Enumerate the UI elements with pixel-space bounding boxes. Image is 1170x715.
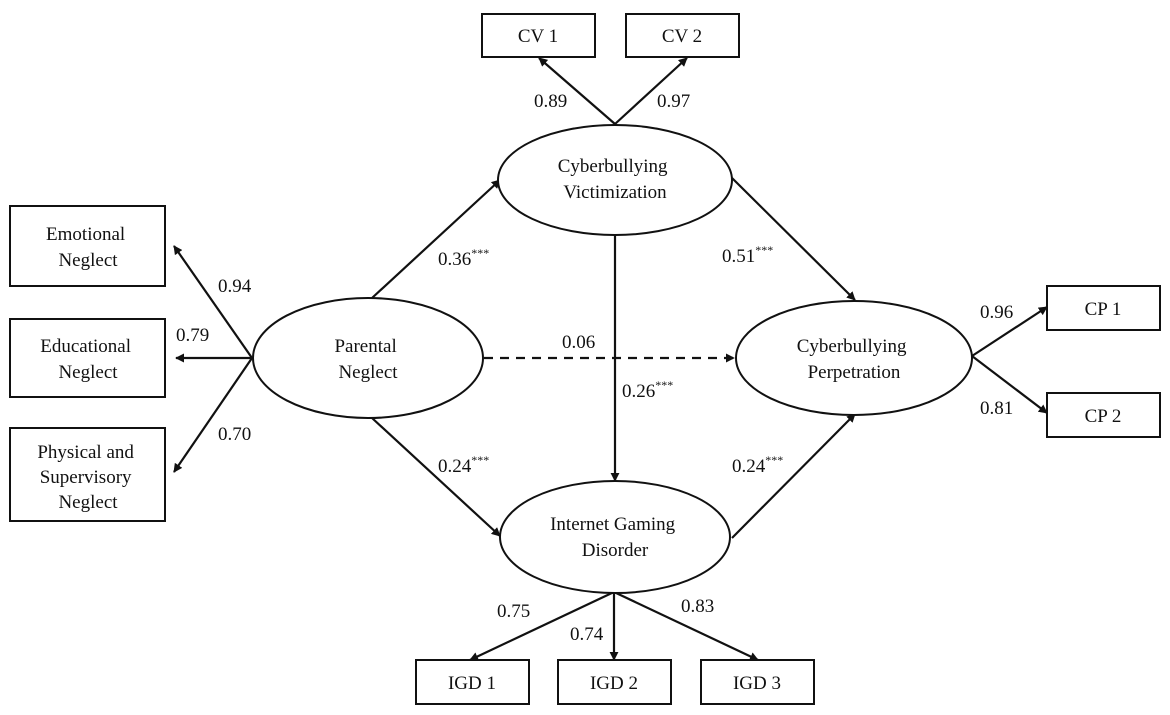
- indicator-label: Neglect: [58, 492, 118, 513]
- svg-text:Educational Neglect: Educational Neglect: [40, 336, 136, 383]
- path-value: 0.51: [722, 246, 755, 267]
- latent-label: Cyberbullying: [558, 156, 668, 177]
- significance-stars: ***: [471, 246, 489, 260]
- path-value: 0.26: [622, 381, 655, 402]
- loading-label-emotional: 0.94: [218, 276, 252, 297]
- indicator-label: Emotional: [46, 224, 125, 245]
- path-value: 0.24: [438, 456, 472, 477]
- path-value: 0.36: [438, 249, 471, 270]
- indicator-box-cp1: [1046, 285, 1161, 331]
- loading-label-igd1: 0.75: [497, 601, 530, 622]
- loading-arrow-physical: [173, 357, 253, 473]
- loading-label-educational: 0.79: [176, 325, 209, 346]
- loading-label-igd2: 0.74: [570, 624, 604, 645]
- svg-text:Cyberbullying Perpetration: Cyberbullying Perpetration: [797, 336, 912, 383]
- indicator-label: CP 1: [1085, 299, 1122, 320]
- loading-arrow-cv2: [614, 57, 688, 125]
- loading-label-physical: 0.70: [218, 424, 251, 445]
- loading-arrow-cv1: [538, 57, 616, 125]
- svg-text:Parental Neglect: Parental Neglect: [334, 336, 401, 383]
- latent-ellipse-cyber-victimization: [497, 124, 733, 236]
- indicator-box-igd3: [700, 659, 815, 705]
- significance-stars: ***: [765, 453, 783, 467]
- path-arrow-cv-cp: [731, 177, 856, 301]
- indicator-box-emotional: [9, 205, 166, 287]
- loading-arrow-emotional: [173, 245, 253, 359]
- latent-label: Internet Gaming: [550, 514, 676, 535]
- path-label-pn-igd: 0.24***: [438, 453, 489, 477]
- loading-arrow-igd1: [469, 591, 615, 661]
- path-label-cv-igd: 0.26***: [622, 378, 673, 402]
- indicator-label: IGD 2: [590, 673, 638, 694]
- significance-stars: ***: [655, 378, 673, 392]
- indicator-box-cp2: [1046, 392, 1161, 438]
- indicator-label: Educational: [40, 336, 131, 357]
- svg-text:Internet Gaming Disorder: Internet Gaming Disorder: [550, 514, 680, 561]
- indicator-label: CV 2: [662, 26, 702, 47]
- indicator-label: Physical and: [37, 442, 134, 463]
- loading-arrow-igd3: [613, 591, 759, 661]
- latent-label: Neglect: [338, 362, 398, 383]
- indicator-box-igd1: [415, 659, 530, 705]
- loading-label-cp2: 0.81: [980, 398, 1013, 419]
- indicator-box-cv1: [481, 13, 596, 58]
- path-label-igd-cp: 0.24***: [732, 453, 783, 477]
- svg-text:Emotional Neglect: Emotional Neglect: [46, 224, 130, 271]
- indicator-label: IGD 1: [448, 673, 496, 694]
- svg-text:Cyberbullying Victimizatio: Cyberbullying Victimization: [558, 156, 673, 203]
- loading-arrow-cp2: [971, 355, 1048, 414]
- loading-label-cp1: 0.96: [980, 302, 1013, 323]
- path-value: 0.24: [732, 456, 766, 477]
- latent-ellipse-igd: [499, 480, 731, 594]
- indicator-box-physical: [9, 427, 166, 522]
- loading-arrow-cp1: [971, 306, 1048, 357]
- latent-label: Victimization: [563, 182, 667, 203]
- path-label-cv-cp: 0.51***: [722, 243, 773, 267]
- path-label-pn-cv: 0.36***: [438, 246, 489, 270]
- latent-ellipse-parental-neglect: [252, 297, 484, 419]
- indicator-label: Neglect: [58, 250, 118, 271]
- indicator-label: Supervisory: [40, 467, 132, 488]
- indicator-label: CV 1: [518, 26, 558, 47]
- significance-stars: ***: [471, 453, 489, 467]
- latent-ellipse-cyber-perpetration: [735, 300, 973, 416]
- loading-label-igd3: 0.83: [681, 596, 714, 617]
- latent-label: Parental: [334, 336, 396, 357]
- loading-label-cv1: 0.89: [534, 91, 567, 112]
- indicator-box-cv2: [625, 13, 740, 58]
- significance-stars: ***: [755, 243, 773, 257]
- path-arrow-pn-cv: [371, 179, 501, 299]
- svg-text:Physical and Supervisory: Physical and Supervisory Neglect: [37, 442, 138, 513]
- loading-label-cv2: 0.97: [657, 91, 690, 112]
- latent-label: Cyberbullying: [797, 336, 907, 357]
- indicator-label: Neglect: [58, 362, 118, 383]
- indicator-box-educational: [9, 318, 166, 398]
- path-label-pn-cp: 0.06: [562, 332, 595, 353]
- latent-label: Perpetration: [808, 362, 901, 383]
- indicator-label: IGD 3: [733, 673, 781, 694]
- latent-label: Disorder: [582, 540, 649, 561]
- indicator-box-igd2: [557, 659, 672, 705]
- path-arrow-pn-igd: [371, 417, 501, 537]
- path-arrow-igd-cp: [731, 413, 856, 539]
- indicator-label: CP 2: [1085, 406, 1122, 427]
